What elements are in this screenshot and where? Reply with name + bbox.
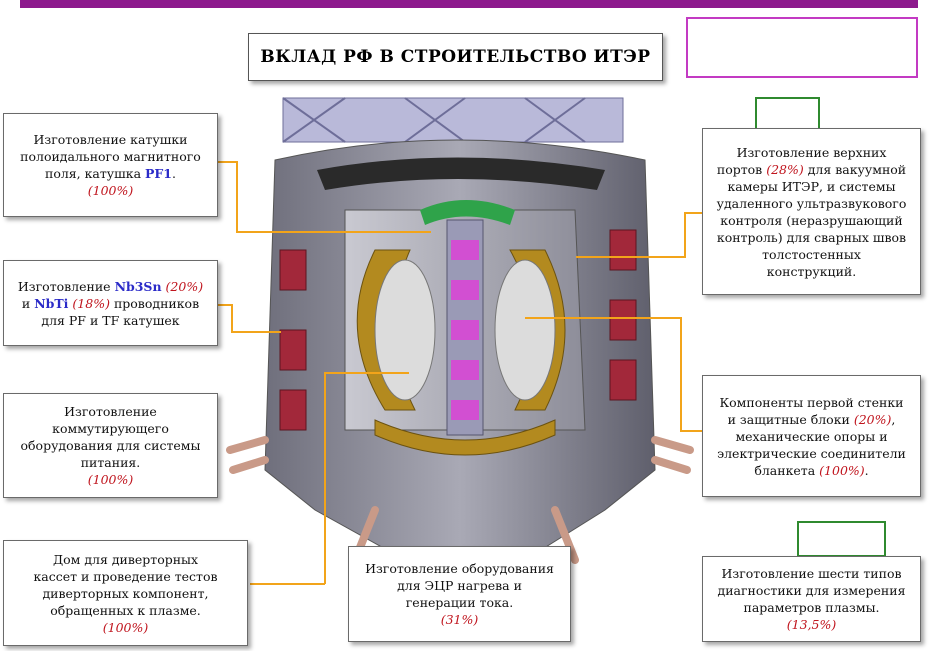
box-pf1-coil: Изготовление катушки полоидального магни…: [3, 113, 218, 217]
leader-line-conductors: [218, 304, 232, 306]
divertor-ring: [374, 419, 556, 456]
leader-line-pf1-v: [236, 161, 238, 232]
box-first-wall: Компоненты первой стенки и защитные блок…: [702, 375, 921, 497]
empty-box-top-right: [686, 17, 918, 78]
plasma-section-left: [374, 259, 436, 401]
cryostat-top-opening: [317, 157, 605, 190]
leader-line-firstwall-h: [525, 317, 682, 319]
plasma-section-right: [494, 259, 556, 401]
red-panels: [279, 229, 637, 431]
box-upper-ports: Изготовление верхних портов (28%) для ва…: [702, 128, 921, 295]
pf-coil-top: [420, 200, 515, 225]
page-title: ВКЛАД РФ В СТРОИТЕЛЬСТВО ИТЭР: [248, 33, 663, 81]
leader-line-pf1: [218, 161, 236, 163]
leader-line-divertor-v: [324, 372, 326, 584]
box-diagnostics: Изготовление шести типов диагностики для…: [702, 556, 921, 642]
header-bar: [20, 0, 918, 8]
leader-line-pf1-h: [236, 231, 431, 233]
leader-line-conductors-h: [231, 331, 281, 333]
box-conductors: Изготовление Nb3Sn (20%) и NbTi (18%) пр…: [3, 260, 218, 346]
box-ecr-heating: Изготовление оборудования для ЭЦР нагрев…: [348, 546, 571, 642]
leader-line-divertor: [250, 583, 325, 585]
leader-line-conductors-v: [231, 304, 233, 332]
leader-line-ports-v: [684, 212, 686, 257]
leader-line-ports: [684, 212, 702, 214]
bottom-pipes: [226, 436, 694, 564]
leader-line-divertor-h: [324, 372, 409, 374]
empty-box-diagnostics: [797, 521, 886, 557]
leader-line-firstwall: [680, 430, 702, 432]
truss-lattice: [282, 97, 586, 143]
box-divertor: Дом для диверторных кассет и проведение …: [3, 540, 248, 646]
leader-line-firstwall-v: [680, 318, 682, 432]
box-switching-equipment: Изготовление коммутирующего оборудования…: [3, 393, 218, 498]
leader-line-ports-h: [576, 256, 686, 258]
iter-tokamak-illustration: [226, 97, 694, 564]
solenoid-modules: [451, 240, 479, 420]
